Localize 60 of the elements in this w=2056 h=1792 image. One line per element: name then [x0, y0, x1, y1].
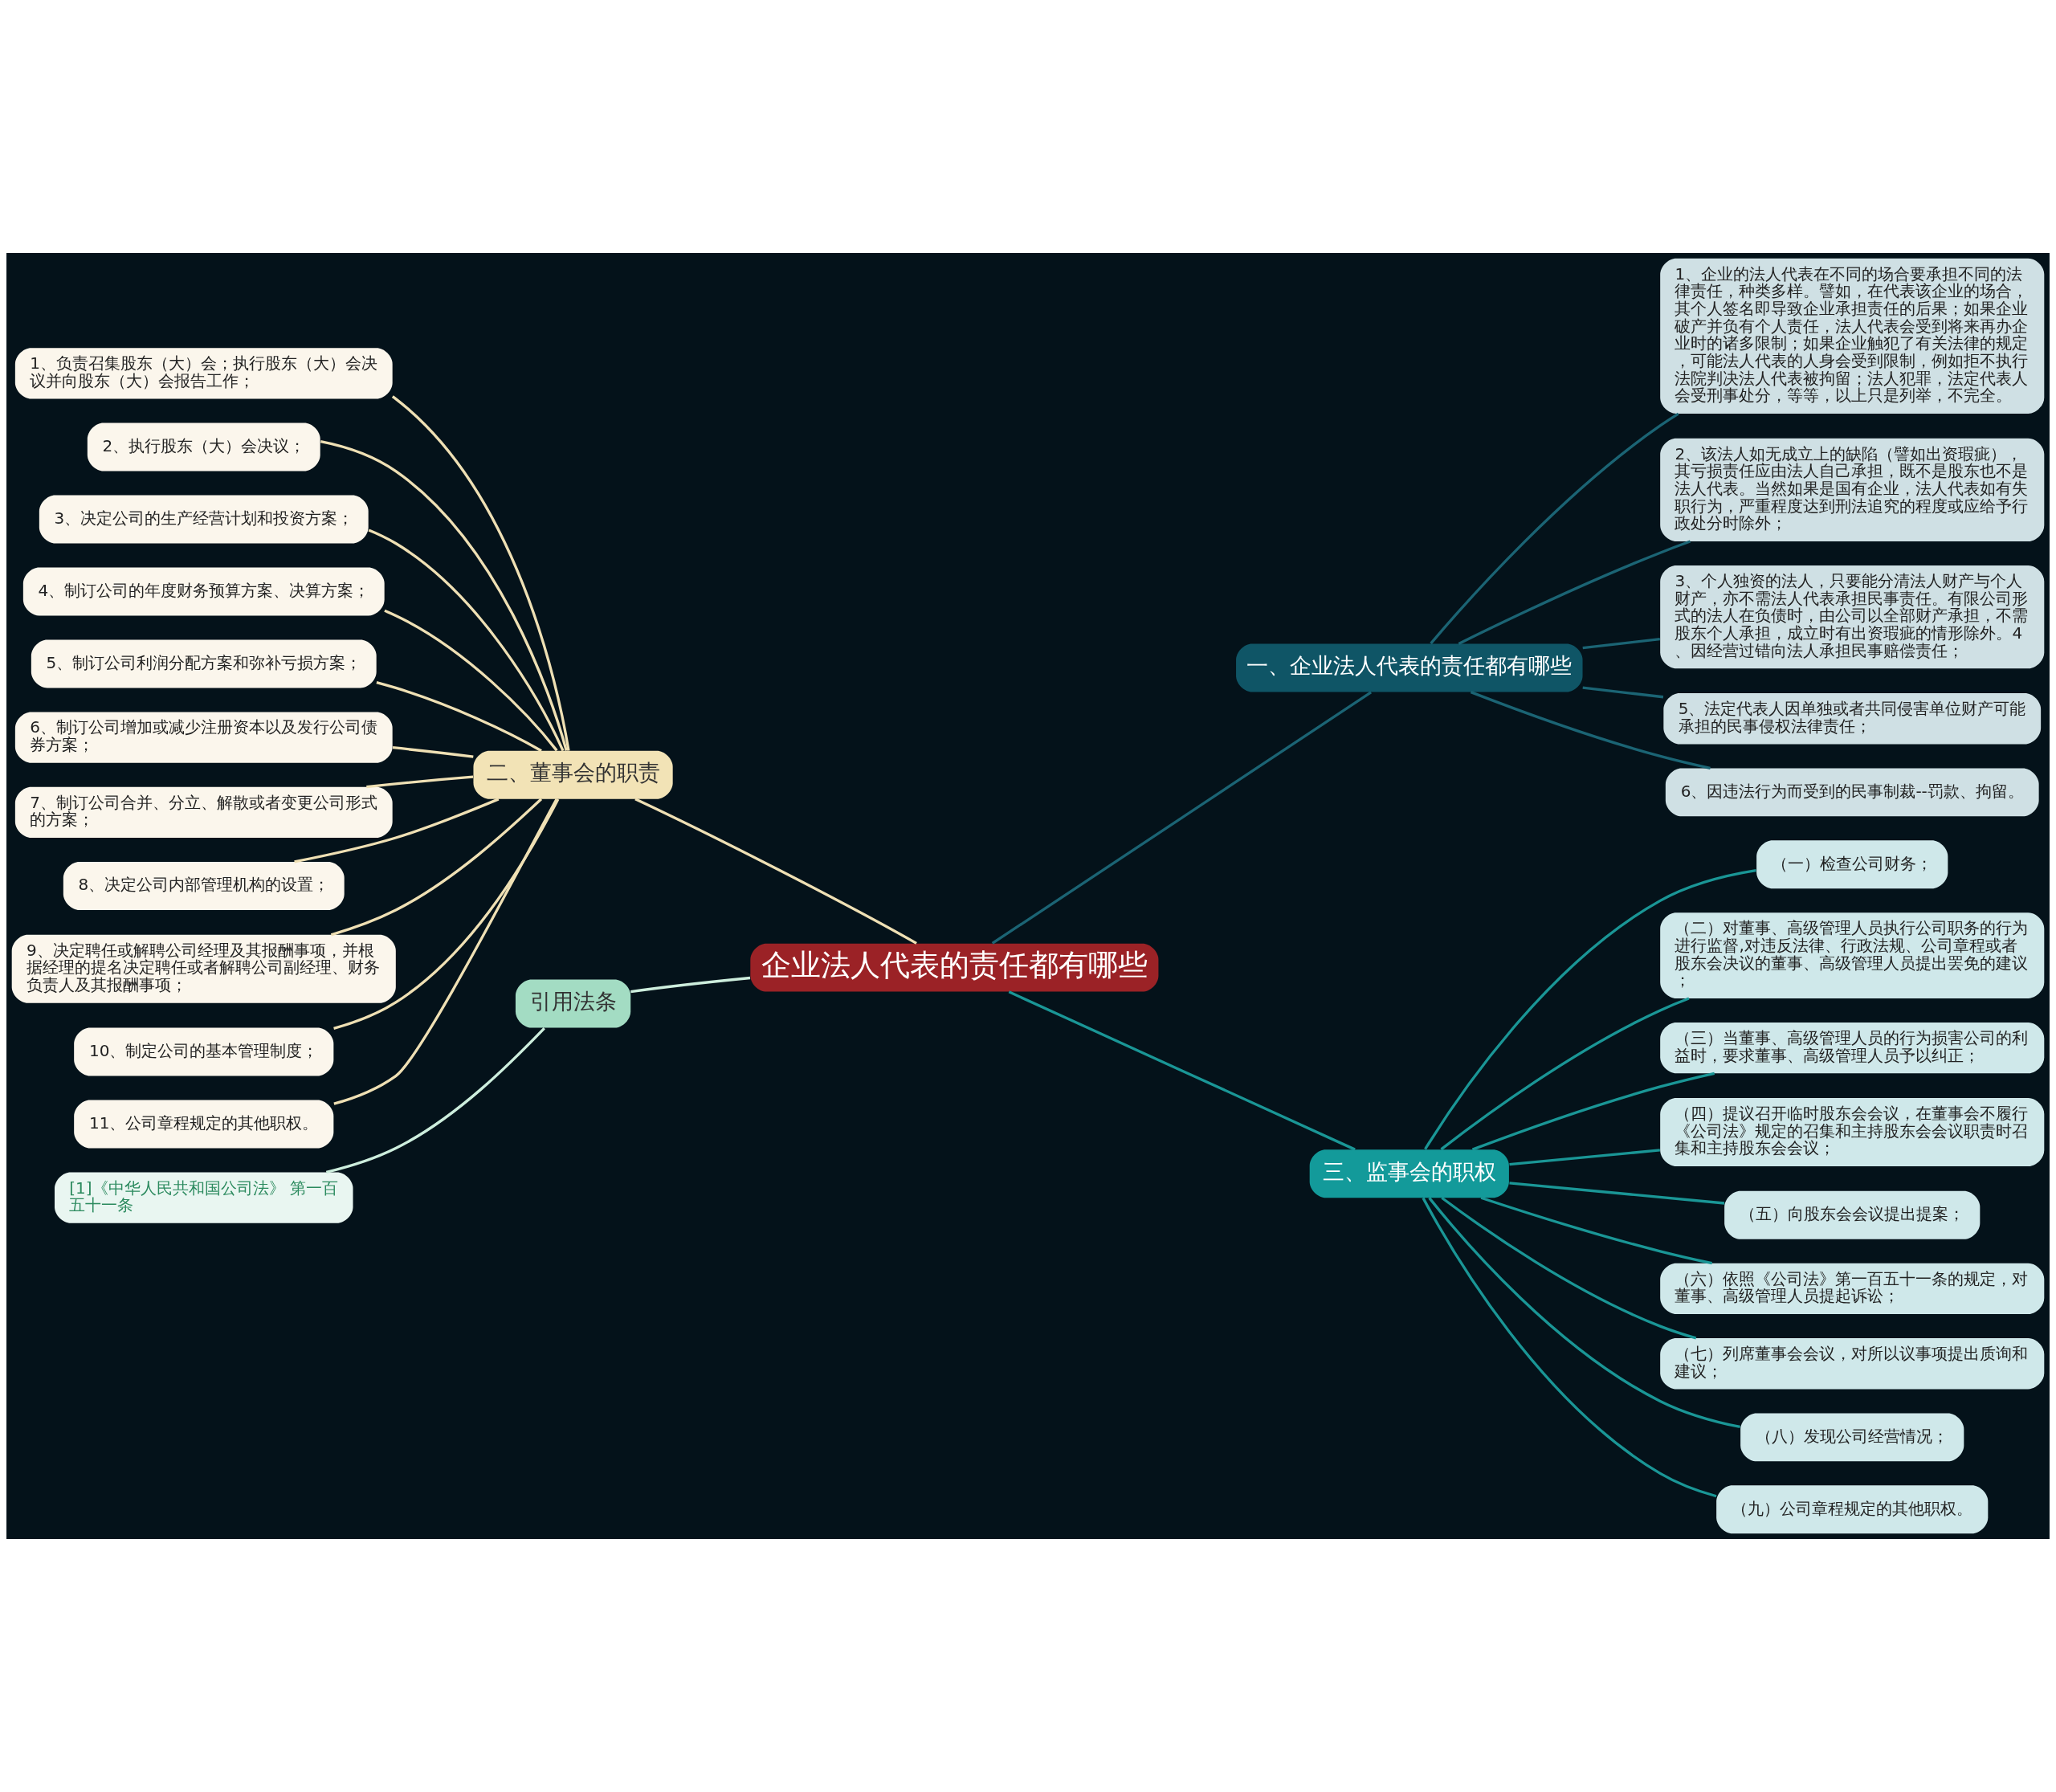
connector [1441, 1196, 1697, 1340]
connector [294, 798, 500, 863]
connector [634, 798, 917, 945]
connector [1458, 540, 1691, 645]
connector [325, 1027, 545, 1174]
node-box: 二、董事会的职责 [473, 750, 673, 799]
connector [1480, 1196, 1712, 1265]
node-box: 1、企业的法人代表在不同的场合要承担不同的法律责任，种类多样。譬如，在代表该企业的场合，其个人签名即导致企业承担责任的后果；如果企业破产并负有个人责任，法人代表会受到将来再办企业时的诸多限制；如果企业触犯了有关法律的规定，可能法人代表的人身会受到限制，例如拒不执行法院判决法人代表被拘留；法人犯罪，法定代表人会受刑事处分，等等，以上只是列举，不完全。 [1660, 258, 2045, 414]
connector [368, 529, 565, 752]
connector [1428, 1197, 1740, 1429]
connector [392, 746, 474, 758]
connector [333, 798, 560, 1030]
connector [384, 609, 558, 752]
node-box: （二）对董事、高级管理人员执行公司职务的行为进行监督,对违反法律、行政法规、公司章程或者股东会决议的董事、高级管理人员提出罢免的建议； [1660, 912, 2045, 998]
connector [1424, 869, 1756, 1150]
connector [1440, 997, 1690, 1151]
node-box: 三、监事会的职权 [1309, 1149, 1509, 1198]
connector [333, 798, 558, 1105]
node-box: （一）检查公司财务； [1756, 840, 1948, 889]
node-box: 2、执行股东（大）会决议； [87, 422, 320, 471]
connector [320, 439, 568, 751]
connector [366, 775, 474, 789]
node-box: 9、决定聘任或解聘公司经理及其报酬事项，并根据经理的提名决定聘任或者解聘公司副经理、财务负责人及其报酬事项； [11, 934, 396, 1003]
node-box: 5、制订公司利润分配方案和弥补亏损方案； [31, 639, 377, 688]
node-box: 11、公司章程规定的其他职权。 [74, 1100, 334, 1149]
connector [391, 395, 570, 751]
connector [376, 681, 542, 753]
connector [1422, 1197, 1717, 1498]
connector [991, 691, 1373, 945]
node-box: [1]《中华人民共和国公司法》 第一百五十一条 [55, 1172, 353, 1223]
connector [1470, 691, 1711, 769]
node-box: （四）提议召开临时股东会会议，在董事会不履行《公司法》规定的召集和主持股东会会议职责时召集和主持股东会会议； [1660, 1098, 2045, 1167]
node-box: （七）列席董事会会议，对所以议事项提出质询和建议； [1660, 1338, 2045, 1390]
node-box: 5、法定代表人因单独或者共同侵害单位财产可能承担的民事侵权法律责任； [1663, 693, 2042, 745]
node-box: 6、制订公司增加或减少注册资本以及发行公司债券方案； [14, 712, 393, 763]
connector [1430, 412, 1679, 645]
connector [1509, 1182, 1725, 1205]
node-box: （三）当董事、高级管理人员的行为损害公司的利益时，要求董事、高级管理人员予以纠正； [1660, 1022, 2045, 1074]
node-box: 2、该法人如无成立上的缺陷（譬如出资瑕疵），其亏损责任应由法人自己承担，既不是股东也不是法人代表。当然如果是国有企业，法人代表如有失职行为，严重程度达到刑法追究的程度或应给予行政处分时除外； [1660, 438, 2045, 541]
node-box: 3、决定公司的生产经营计划和投资方案； [39, 495, 369, 544]
connector [1509, 1149, 1660, 1166]
node-box: （五）向股东会会议提出提案； [1724, 1190, 1981, 1239]
connector [1582, 637, 1661, 650]
node-box: 企业法人代表的责任都有哪些 [750, 943, 1159, 992]
connector [1008, 990, 1356, 1151]
node-box: 一、企业法人代表的责任都有哪些 [1236, 643, 1583, 692]
node-box: 4、制订公司的年度财务预算方案、决算方案； [22, 567, 385, 616]
node-box: 10、制定公司的基本管理制度； [74, 1027, 334, 1076]
node-box: （六）依照《公司法》第一百五十一条的规定，对董事、高级管理人员提起诉讼； [1660, 1263, 2045, 1315]
node-box: 3、个人独资的法人，只要能分清法人财产与个人财产，亦不需法人代表承担民事责任。有限公司形式的法人在负债时，由公司以全部财产承担，不需股东个人承担，成立时有出资瑕疵的情形除外。4、因经营过错向法人承担民事赔偿责任； [1660, 565, 2045, 669]
node-box: 引用法条 [515, 979, 631, 1028]
node-box: 1、负责召集股东（大）会；执行股东（大）会决议并向股东（大）会报告工作； [14, 348, 393, 399]
connector [1582, 686, 1664, 699]
connector [330, 798, 543, 937]
node-box: （九）公司章程规定的其他职权。 [1716, 1485, 1989, 1534]
node-box: 6、因违法行为而受到的民事制裁--罚款、拘留。 [1665, 768, 2039, 817]
node-box: （八）发现公司经营情况； [1740, 1413, 1964, 1462]
node-box: 7、制订公司合并、分立、解散或者变更公司形式的方案； [14, 786, 393, 839]
connector [630, 976, 751, 994]
node-box: 8、决定公司内部管理机构的设置； [63, 862, 345, 910]
